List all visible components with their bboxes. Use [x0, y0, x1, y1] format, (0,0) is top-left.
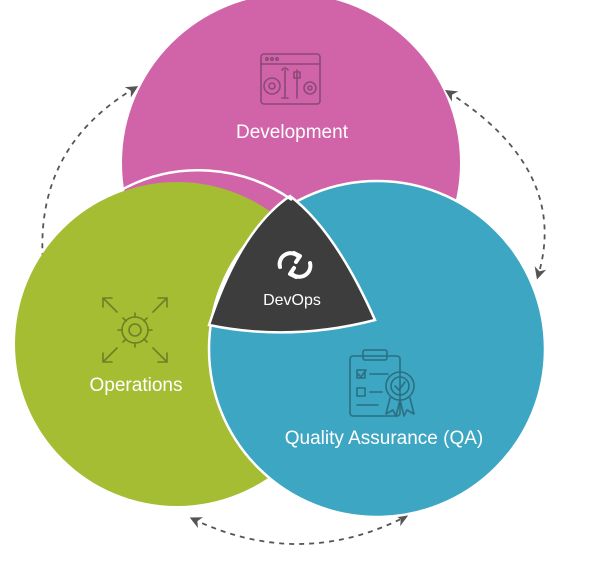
- devops-center-region: [207, 194, 377, 334]
- devops-label: DevOps: [263, 292, 321, 309]
- operations-label: Operations: [89, 375, 183, 396]
- gear-expand-arrows-icon: [102, 297, 168, 363]
- clipboard-certificate-icon: [349, 349, 415, 417]
- cycle-connectors: [37, 86, 547, 545]
- browser-tools-gears-icon: [260, 53, 321, 105]
- connector-bottom-arc: [189, 515, 409, 545]
- development-label: Development: [236, 122, 348, 143]
- sync-loop-icon: [277, 251, 313, 279]
- connector-top-right-arc: [444, 90, 547, 280]
- qa-label: Quality Assurance (QA): [284, 428, 484, 449]
